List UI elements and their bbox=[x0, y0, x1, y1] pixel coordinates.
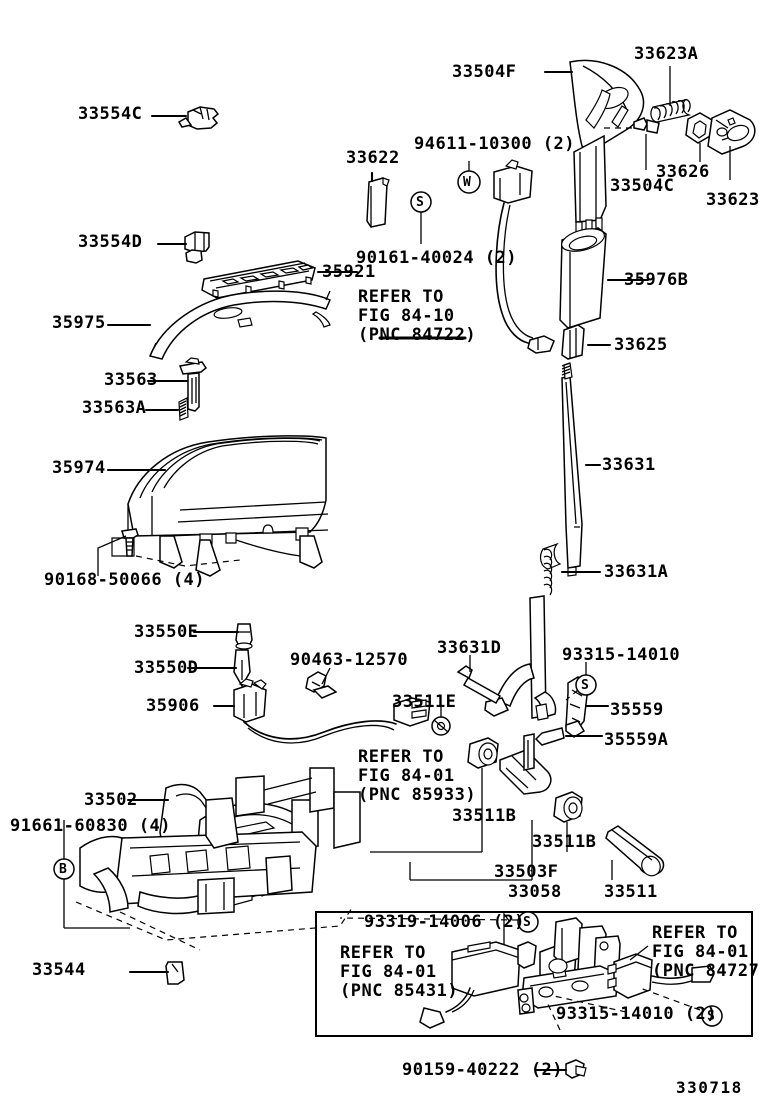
label-33550d: 33550D bbox=[134, 658, 199, 678]
label-91661-60830: 91661-60830 (4) bbox=[10, 816, 172, 836]
part-33511-pin bbox=[605, 825, 665, 877]
s-marker-93315b-text: S bbox=[707, 1009, 716, 1024]
part-33550d-shape bbox=[233, 649, 251, 688]
figure-number: 330718 bbox=[676, 1078, 743, 1097]
label-33631: 33631 bbox=[602, 455, 656, 475]
part-33511b-right bbox=[553, 791, 583, 823]
label-33550e: 33550E bbox=[134, 622, 199, 642]
label-33625: 33625 bbox=[614, 335, 668, 355]
part-33554d-shape bbox=[184, 231, 210, 264]
label-refer-fig-84-01-85933: REFER TO FIG 84-01 (PNC 85933) bbox=[358, 747, 477, 806]
part-33544-shape bbox=[165, 961, 185, 985]
label-33623a: 33623A bbox=[634, 44, 699, 64]
part-35976b-shape bbox=[559, 227, 607, 329]
part-33626-shape bbox=[685, 112, 713, 144]
label-33504f: 33504F bbox=[452, 62, 517, 82]
part-33631a-spring bbox=[539, 542, 562, 596]
label-33503f: 33503F bbox=[494, 862, 559, 882]
label-33511e: 33511E bbox=[392, 692, 457, 712]
leader-91661 bbox=[63, 820, 130, 929]
part-35559a-shape bbox=[534, 727, 565, 746]
part-33623-shape bbox=[707, 109, 756, 155]
part-33622-shape bbox=[366, 177, 390, 228]
label-33058: 33058 bbox=[508, 882, 562, 902]
label-90168-50066: 90168-50066 (4) bbox=[44, 570, 206, 590]
part-35921-shape bbox=[201, 260, 316, 299]
label-35975: 35975 bbox=[52, 313, 106, 333]
part-33504c-bolt bbox=[633, 117, 660, 134]
part-33623a-spring bbox=[650, 99, 692, 123]
leader-90463 bbox=[321, 667, 331, 685]
label-35974: 35974 bbox=[52, 458, 106, 478]
label-33554c: 33554C bbox=[78, 104, 143, 124]
label-35559a: 35559A bbox=[604, 730, 669, 750]
label-33623: 33623 bbox=[706, 190, 760, 210]
b-marker-91661-text: B bbox=[59, 862, 68, 877]
label-35976b: 35976B bbox=[624, 270, 689, 290]
label-93319-14006: 93319-14006 (2) bbox=[364, 912, 526, 932]
assembly-dash-90168 bbox=[135, 555, 241, 567]
part-90168-50066-bolt bbox=[121, 528, 139, 557]
s-marker-93319-text: S bbox=[523, 915, 532, 930]
label-33554d: 33554D bbox=[78, 232, 143, 252]
part-33550e-shape bbox=[235, 623, 253, 650]
label-33504c: 33504C bbox=[610, 176, 675, 196]
label-33563: 33563 bbox=[104, 370, 158, 390]
label-94611-10300: 94611-10300 (2) bbox=[414, 134, 576, 154]
w-marker-94611-text: W bbox=[463, 175, 472, 190]
part-35975-shape bbox=[148, 290, 331, 360]
label-refer-fig-84-01-84727: REFER TO FIG 84-01 (PNC 84727) bbox=[652, 923, 760, 982]
part-35974-shape bbox=[111, 435, 329, 577]
label-33511b-left: 33511B bbox=[452, 806, 517, 826]
assembly-dash-93315 bbox=[565, 689, 579, 701]
part-33503f-shape bbox=[484, 595, 557, 795]
label-33563a: 33563A bbox=[82, 398, 147, 418]
label-33631a: 33631A bbox=[604, 562, 669, 582]
label-90161-40024: 90161-40024 (2) bbox=[356, 248, 518, 268]
label-90159-40222: 90159-40222 (2) bbox=[402, 1060, 564, 1080]
part-33631d-pin bbox=[456, 665, 502, 705]
label-33544: 33544 bbox=[32, 960, 86, 980]
label-33622: 33622 bbox=[346, 148, 400, 168]
part-33554c-shape bbox=[177, 106, 220, 130]
label-33511: 33511 bbox=[604, 882, 658, 902]
s-marker-93315-text: S bbox=[581, 678, 590, 693]
label-refer-fig-84-10: REFER TO FIG 84-10 (PNC 84722) bbox=[358, 287, 477, 346]
label-35559: 35559 bbox=[610, 700, 664, 720]
assembly-dash-33502b bbox=[119, 911, 201, 951]
part-33631-shape bbox=[561, 362, 583, 577]
label-93315-14010: 93315-14010 bbox=[562, 645, 681, 665]
label-33511b-right: 33511B bbox=[532, 832, 597, 852]
label-refer-fig-84-01-85431: REFER TO FIG 84-01 (PNC 85431) bbox=[340, 943, 459, 1002]
part-33563-shape bbox=[178, 357, 208, 412]
assembly-dash-33502 bbox=[75, 901, 353, 941]
label-33502: 33502 bbox=[84, 790, 138, 810]
part-33504f-knob bbox=[569, 59, 645, 237]
label-35906: 35906 bbox=[146, 696, 200, 716]
label-33631d: 33631D bbox=[437, 638, 502, 658]
label-35921: 35921 bbox=[322, 262, 376, 282]
part-33625-shape bbox=[561, 324, 585, 360]
label-90463-12570: 90463-12570 bbox=[290, 650, 409, 670]
part-33563a-spring bbox=[178, 397, 189, 421]
label-33626: 33626 bbox=[656, 162, 710, 182]
part-90463-12570-clamp bbox=[305, 671, 338, 699]
part-33511e-washer bbox=[431, 716, 451, 736]
label-93315-14010-2: 93315-14010 (2) bbox=[556, 1004, 718, 1024]
s-marker-90161-text: S bbox=[416, 195, 425, 210]
